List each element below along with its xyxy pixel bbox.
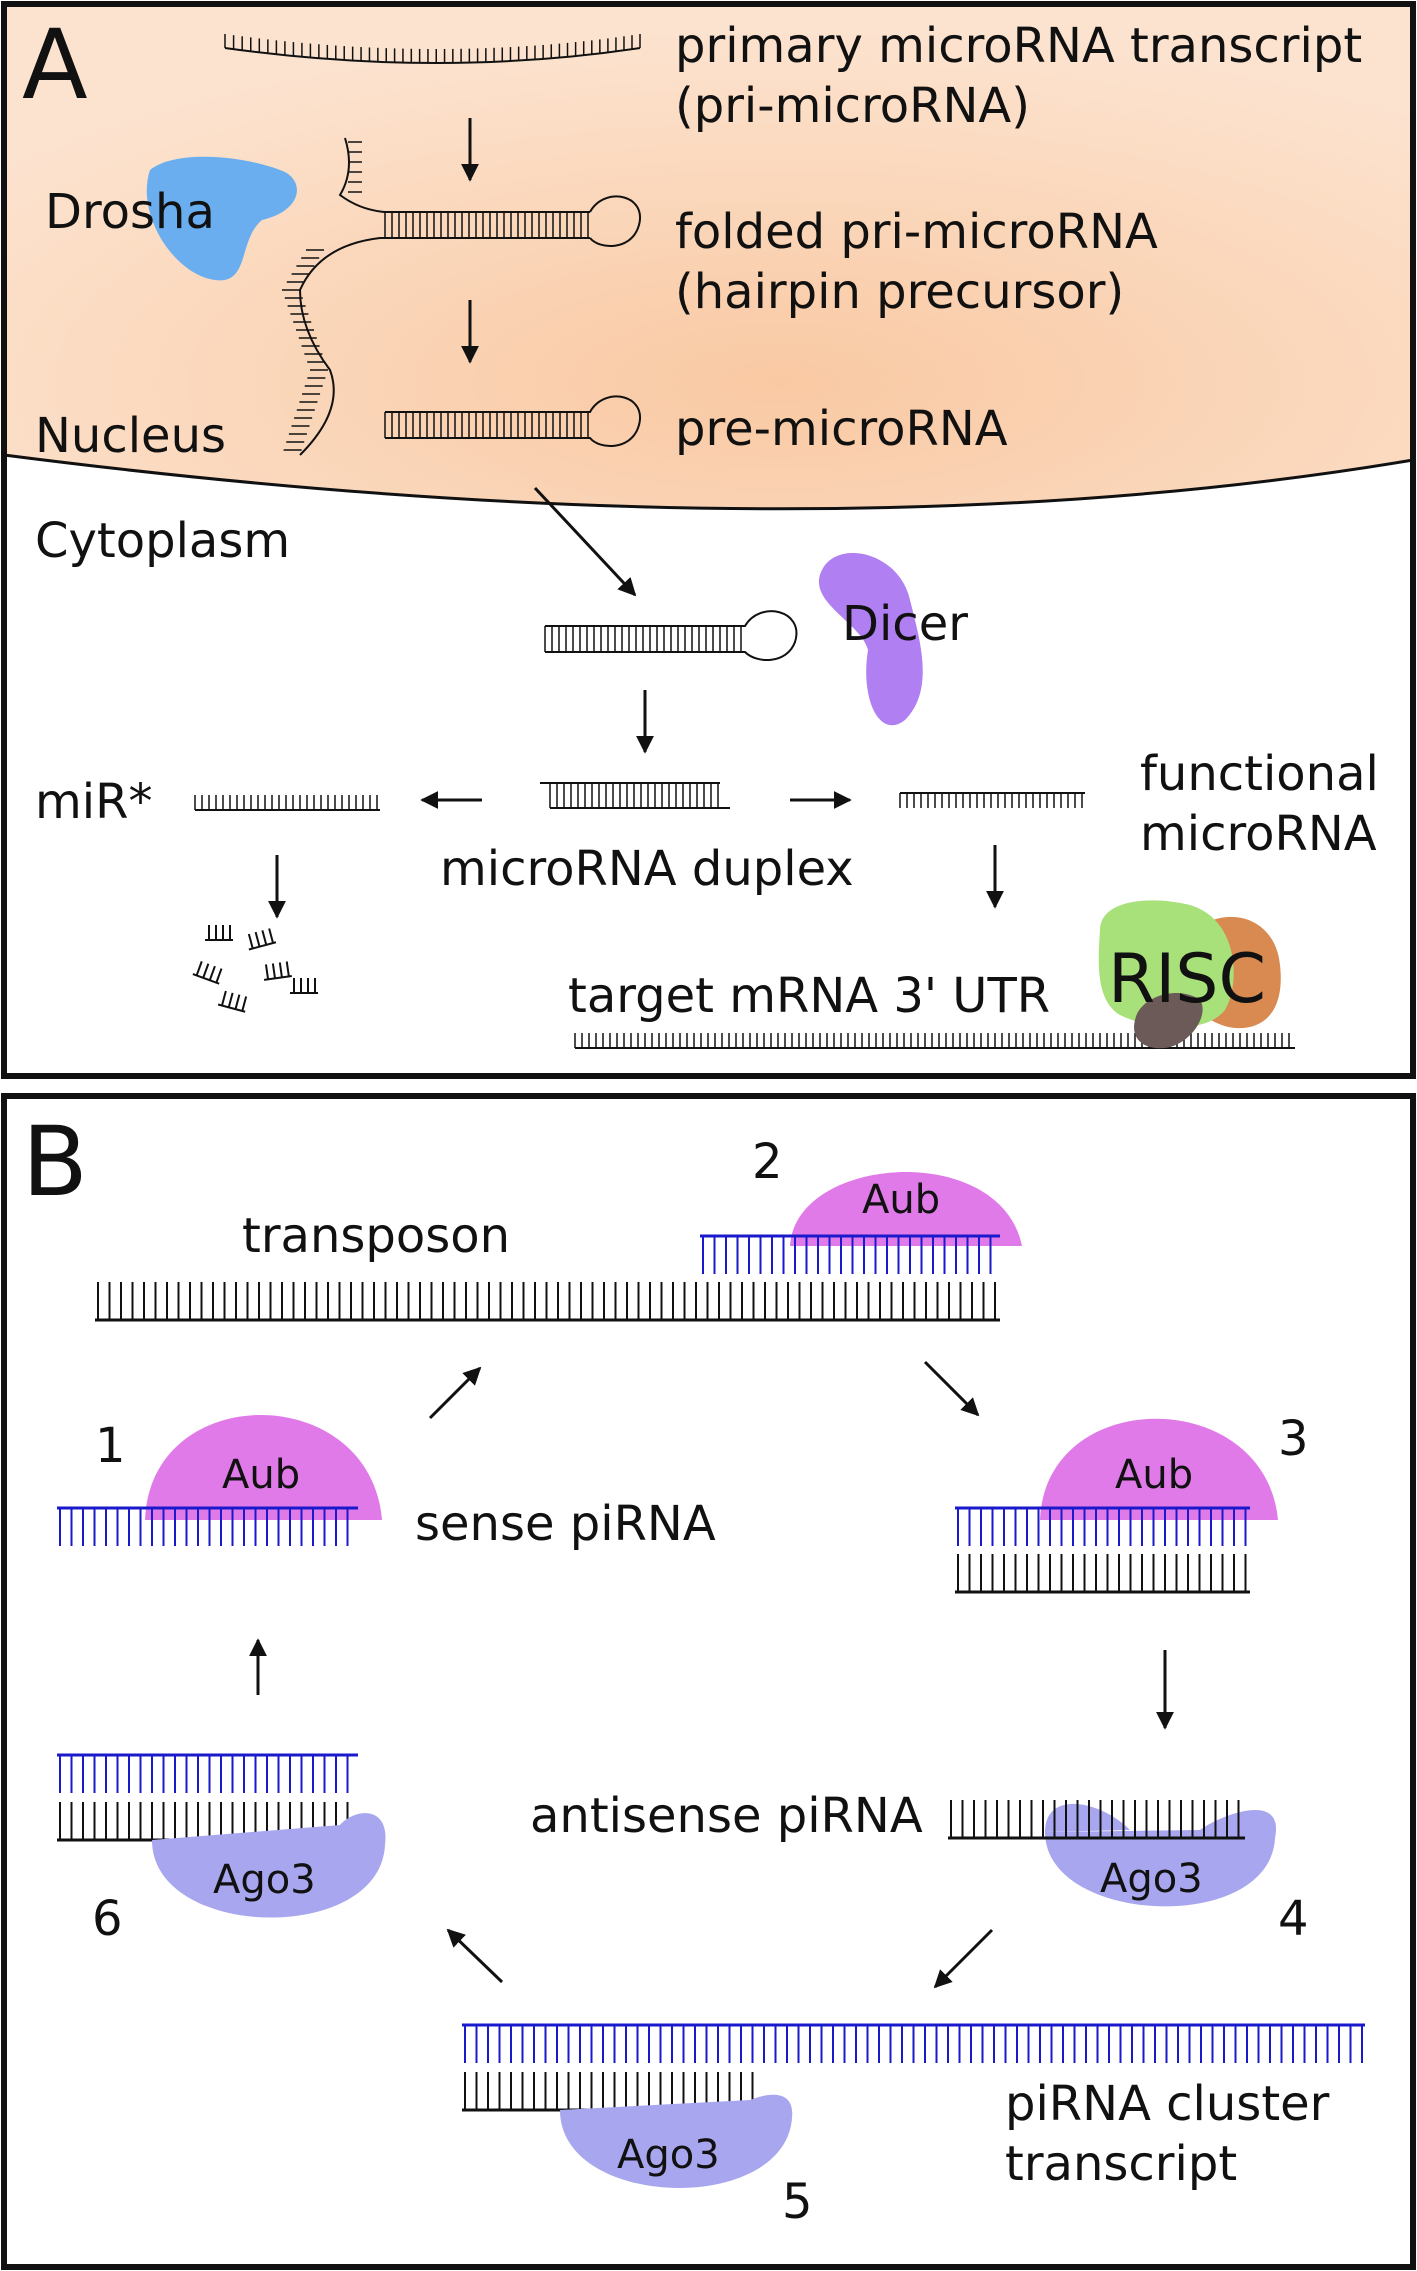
pri-microrna-bases <box>224 34 641 63</box>
label-cluster-1: piRNA cluster <box>1005 2076 1330 2132</box>
ago3-protein-step4 <box>1045 1809 1277 1907</box>
label-ago3-step4: Ago3 <box>1100 1856 1203 1902</box>
aub-protein-step2 <box>790 1172 1022 1246</box>
drosha-protein <box>146 156 297 281</box>
label-aub-step3: Aub <box>1115 1452 1193 1498</box>
label-mirstar: miR* <box>35 774 152 830</box>
aub-protein-step1 <box>145 1415 382 1520</box>
label-sense-pirna: sense piRNA <box>415 1496 716 1552</box>
step-6-number: 6 <box>92 1891 123 1947</box>
label-nucleus: Nucleus <box>35 408 226 464</box>
cytoplasmic-pre-microrna <box>544 610 798 662</box>
label-transposon: transposon <box>242 1208 510 1264</box>
label-aub-step2: Aub <box>862 1177 940 1223</box>
label-functional-2: microRNA <box>1140 806 1377 862</box>
label-functional-1: functional <box>1140 746 1379 802</box>
label-cluster-2: transcript <box>1005 2136 1237 2192</box>
antisense-pirna-step4 <box>948 1800 1245 1840</box>
folded-pri-microrna <box>282 137 641 456</box>
step-2-number: 2 <box>752 1134 783 1190</box>
functional-microrna-strand <box>899 792 1085 808</box>
panel-b-border <box>1 1093 1416 2270</box>
nuclear-membrane <box>3 453 1414 511</box>
sense-pirna-step2 <box>700 1234 1000 1274</box>
step-4-number: 4 <box>1278 1891 1309 1947</box>
sense-pirna-step1 <box>57 1506 358 1546</box>
label-target-mrna: target mRNA 3' UTR <box>568 968 1050 1024</box>
target-mrna-strand <box>574 1033 1295 1049</box>
panel-a-letter: A <box>22 9 88 121</box>
duplex-step3 <box>955 1506 1250 1594</box>
label-risc: RISC <box>1108 940 1266 1019</box>
step-1-number: 1 <box>95 1418 126 1474</box>
label-folded-pri-1: folded pri-microRNA <box>675 204 1158 260</box>
label-pre-microrna: pre-microRNA <box>675 401 1008 457</box>
degraded-fragments <box>192 925 318 1013</box>
step-3-number: 3 <box>1278 1411 1309 1467</box>
dicer-protein <box>818 552 923 726</box>
mirstar-strand <box>194 795 380 811</box>
aub-protein-step3 <box>1040 1418 1278 1520</box>
arrow-5-to-6 <box>446 1928 504 1984</box>
label-ago3-step6: Ago3 <box>213 1857 316 1903</box>
panel-a: A primary microRNA transcript (pri-micro… <box>1 1 1416 1079</box>
arrow-export <box>533 486 637 597</box>
ago3-protein-step5 <box>560 2094 793 2188</box>
label-drosha: Drosha <box>45 184 215 240</box>
ago3-protein-step6 <box>152 1813 386 1918</box>
risc-complex: RISC <box>1098 900 1281 1049</box>
transposon-strand <box>95 1282 1000 1322</box>
arrow-2-to-3 <box>923 1360 980 1417</box>
label-antisense-pirna: antisense piRNA <box>530 1788 923 1844</box>
nucleus-region <box>4 4 1413 509</box>
ago3-protein-step4-edge <box>1045 1803 1130 1832</box>
step-5-number: 5 <box>782 2174 813 2230</box>
panel-b-letter: B <box>22 1106 88 1218</box>
panel-a-border <box>1 1 1416 1079</box>
arrow-1-to-2 <box>428 1366 482 1420</box>
label-folded-pri-2: (hairpin precursor) <box>675 264 1124 320</box>
label-pri-microrna-2: (pri-microRNA) <box>675 78 1030 134</box>
arrow-4-to-5 <box>933 1928 994 1989</box>
microrna-duplex <box>540 782 730 809</box>
label-microrna-duplex: microRNA duplex <box>440 841 854 897</box>
label-cytoplasm: Cytoplasm <box>35 513 290 569</box>
label-pri-microrna-1: primary microRNA transcript <box>675 18 1362 74</box>
label-ago3-step5: Ago3 <box>617 2132 720 2178</box>
panel-b: B Aub 2 transposon Aub 1 sense piRNA Aub… <box>1 1093 1416 2270</box>
label-aub-step1: Aub <box>222 1452 300 1498</box>
label-dicer: Dicer <box>842 596 968 652</box>
pre-microrna-hairpin <box>384 395 641 448</box>
pirna-cluster-transcript <box>462 2023 1365 2112</box>
